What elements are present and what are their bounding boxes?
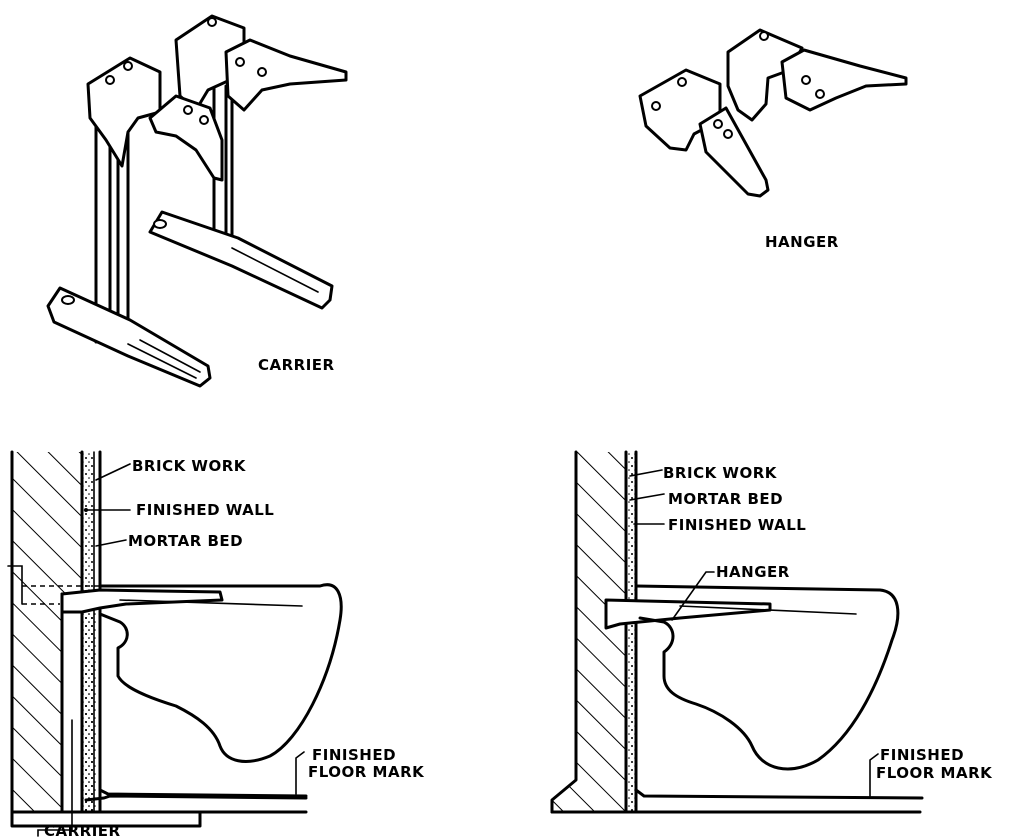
left-finished-floor [84, 794, 308, 802]
hanger-front-wedge [698, 106, 770, 198]
left-wc-bowl [98, 583, 343, 763]
carrier-front-foot [46, 286, 212, 388]
hanger-section-drawing [550, 450, 924, 814]
right-finished-floor [634, 788, 924, 800]
hanger-tapered-arm [780, 48, 908, 112]
carrier-back-foot [148, 210, 334, 310]
right-mortar-bed [626, 452, 636, 812]
right-floor-mark-label-2: FLOOR MARK [876, 764, 993, 782]
carrier-isometric-drawing [46, 14, 348, 388]
right-finished-wall-label: FINISHED WALL [668, 516, 806, 534]
carrier-back-arm [224, 38, 348, 112]
hanger-isometric-drawing [638, 28, 908, 198]
right-brick-work-label: BRICK WORK [663, 464, 778, 482]
right-hanger-bracket [604, 598, 772, 630]
right-brick-hatch [552, 452, 626, 812]
left-floor-mark-label-1: FINISHED [312, 746, 396, 764]
right-mortar-bed-label: MORTAR BED [668, 490, 783, 508]
left-brick-work-label: BRICK WORK [132, 457, 247, 475]
left-carrier-label: CARRIER [44, 822, 121, 839]
carrier-section-drawing [7, 450, 343, 837]
carrier-front-top-block [86, 56, 162, 168]
right-hanger-label: HANGER [716, 563, 790, 581]
hanger-iso-label: HANGER [765, 233, 839, 251]
hanger-center-block [726, 28, 804, 122]
left-mortar-bed-label: MORTAR BED [128, 532, 243, 550]
left-finished-wall-label: FINISHED WALL [136, 501, 274, 519]
carrier-iso-label: CARRIER [258, 356, 335, 374]
left-floor-mark-label-2: FLOOR MARK [308, 763, 425, 781]
right-floor-mark-label-1: FINISHED [880, 746, 964, 764]
right-wc-bowl [634, 584, 900, 771]
